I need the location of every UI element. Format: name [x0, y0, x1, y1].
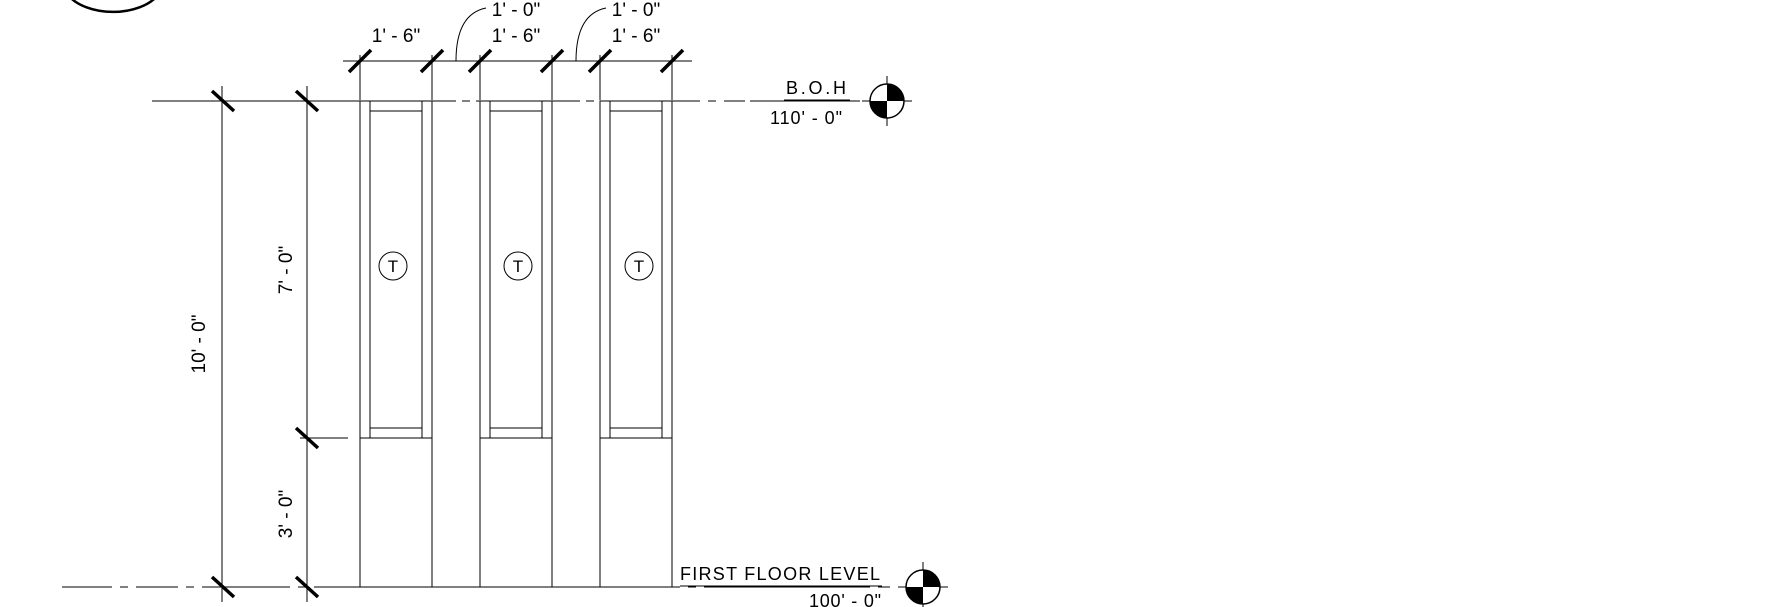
level-name-boh: B.O.H	[786, 78, 846, 98]
dimension-chain-width	[343, 7, 692, 100]
glazing-tag-1: T	[378, 251, 408, 281]
svg-text:T: T	[388, 257, 398, 276]
dimension-label-panel-3: 1' - 6"	[612, 26, 660, 47]
dimension-label-lower-height: 3' - 0"	[276, 490, 297, 538]
dimension-chain-height	[294, 86, 348, 602]
level-symbol-boh-icon	[862, 76, 912, 126]
dimension-label-panel-2: 1' - 6"	[492, 26, 540, 47]
dimension-label-upper-height: 7' - 0"	[276, 246, 297, 294]
level-symbol-first-floor-icon	[898, 562, 948, 607]
dimension-total-height	[210, 86, 236, 602]
glazing-tag-3: T	[624, 251, 654, 281]
dimension-label-mullion-2: 1' - 0"	[612, 0, 660, 21]
dimension-label-panel-1: 1' - 6"	[372, 26, 420, 47]
level-name-first-floor: FIRST FLOOR LEVEL	[680, 564, 880, 584]
detail-callout-circle	[71, 0, 155, 14]
panel-2	[479, 100, 553, 588]
level-elevation-boh: 110' - 0"	[770, 108, 842, 128]
panel-3	[599, 100, 673, 588]
svg-text:T: T	[634, 257, 644, 276]
panel-1	[359, 100, 433, 588]
level-elevation-first-floor: 100' - 0"	[809, 591, 881, 607]
glazing-tag-2: T	[503, 251, 533, 281]
dimension-label-mullion-1: 1' - 0"	[492, 0, 540, 21]
dimension-label-total-height: 10' - 0"	[189, 315, 210, 374]
svg-text:T: T	[513, 257, 523, 276]
